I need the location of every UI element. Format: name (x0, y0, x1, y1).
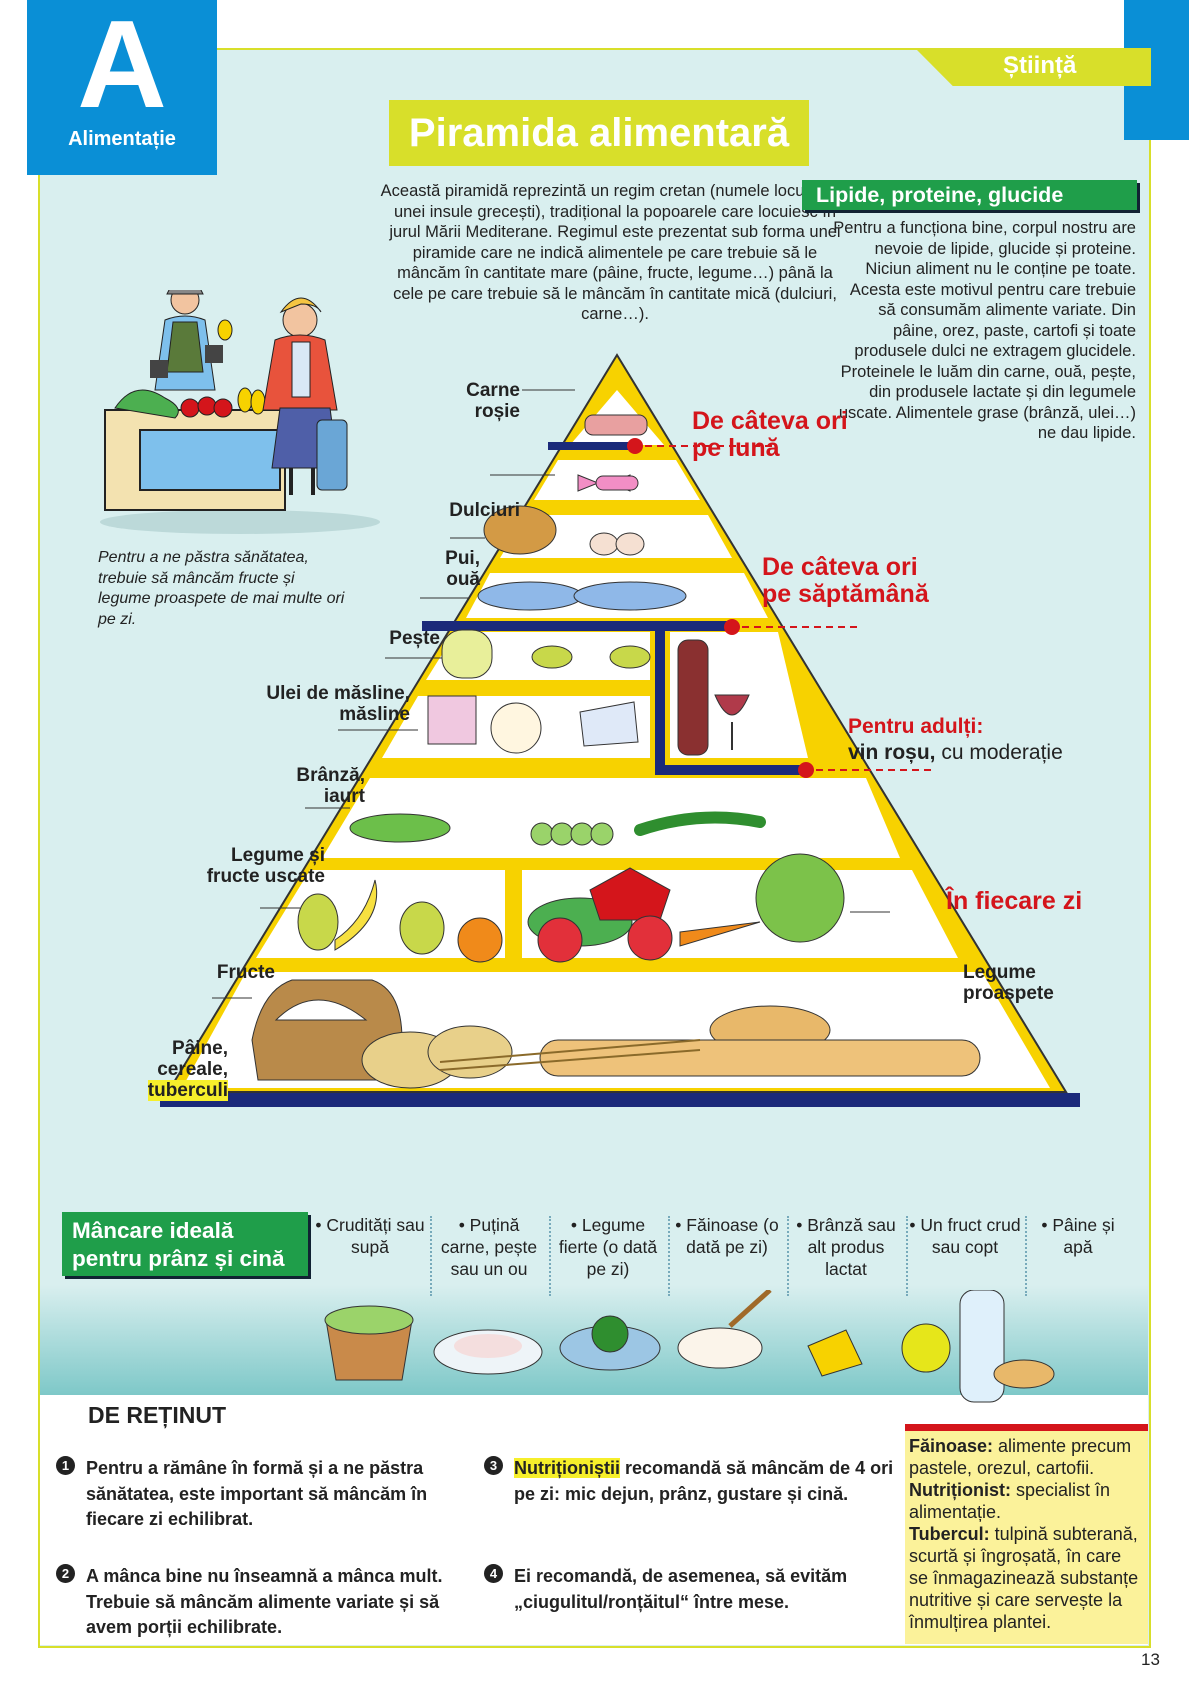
label-sweets: Dulciuri (449, 500, 520, 521)
meal-item-starch: • Făinoase (o dată pe zi) (675, 1215, 779, 1257)
glossary-entry: Tubercul: tulpină subterană, scurtă și î… (909, 1524, 1139, 1632)
cheese-icon (807, 1329, 863, 1377)
label-fresh-vegetables: Legume proaspete (963, 962, 1054, 1004)
section-letter: A (77, 0, 167, 134)
meal-item-cooked-veg: • Legume fierte (o dată pe zi) (558, 1215, 658, 1279)
meal-item-dairy: • Brânză sau alt produs lactat (796, 1215, 896, 1279)
apple-icon (901, 1323, 951, 1373)
page-number: 13 (1141, 1650, 1160, 1669)
page-title: Piramida alimentară (389, 100, 809, 166)
meal-item-raw-veg: • Crudități sau supă (315, 1215, 425, 1257)
label-poultry-eggs: Pui,ouă (445, 548, 480, 590)
remember-heading: DE REȚINUT (88, 1402, 226, 1428)
category-label: Știință (1003, 52, 1077, 79)
category-tab: Știință (915, 48, 1151, 86)
section-badge: A Alimentație (27, 0, 217, 175)
tier-poultry (500, 515, 732, 558)
meal-illustrations (324, 1290, 1055, 1403)
freq-adults-wine: Pentru adulți: vin roșu, cu moderație (848, 715, 1063, 764)
tier-dried-legumes (322, 778, 900, 858)
water-bottle-icon (959, 1290, 1005, 1403)
meal-item-bread-water: • Pâine și apă (1041, 1215, 1115, 1257)
meal-item-fruit: • Un fruct crud sau copt (909, 1215, 1021, 1257)
nutrients-text: Pentru a funcționa bine, corpul nostru a… (833, 219, 1136, 442)
fresh-produce-note: Pentru a ne păstra sănătatea, trebuie să… (98, 549, 345, 628)
label-fish: Pește (389, 628, 440, 649)
label-bread-cereals: Pâine,cereale,tuberculi (147, 1038, 228, 1101)
meal-item-protein: • Puțină carne, pește sau un ou (440, 1215, 538, 1279)
label-fruits: Fructe (216, 962, 275, 983)
market-illustration (100, 290, 380, 534)
freq-daily: În fiecare zi (946, 887, 1083, 915)
intro-text: Această piramidă reprezintă un regim cre… (380, 182, 850, 323)
retinut-tab (40, 1395, 420, 1439)
glossary-box: Făinoase: alimente precum pastele, orezu… (905, 1424, 1148, 1644)
glossary-entry: Făinoase: alimente precum pastele, orezu… (909, 1436, 1132, 1478)
bread-roll-icon (993, 1359, 1055, 1389)
pasta-bowl-icon (677, 1327, 763, 1369)
label-olive-oil: Ulei de măsline,măsline (266, 683, 410, 725)
label-cheese-yogurt: Brânză,iaurt (296, 765, 365, 807)
food-pyramid (160, 353, 1080, 1107)
section-name: Alimentație (68, 128, 176, 150)
glossary-entry: Nutriționist: specialist în alimentație. (909, 1480, 1111, 1522)
nutrients-heading: Lipide, proteine, glucide (802, 180, 1137, 210)
